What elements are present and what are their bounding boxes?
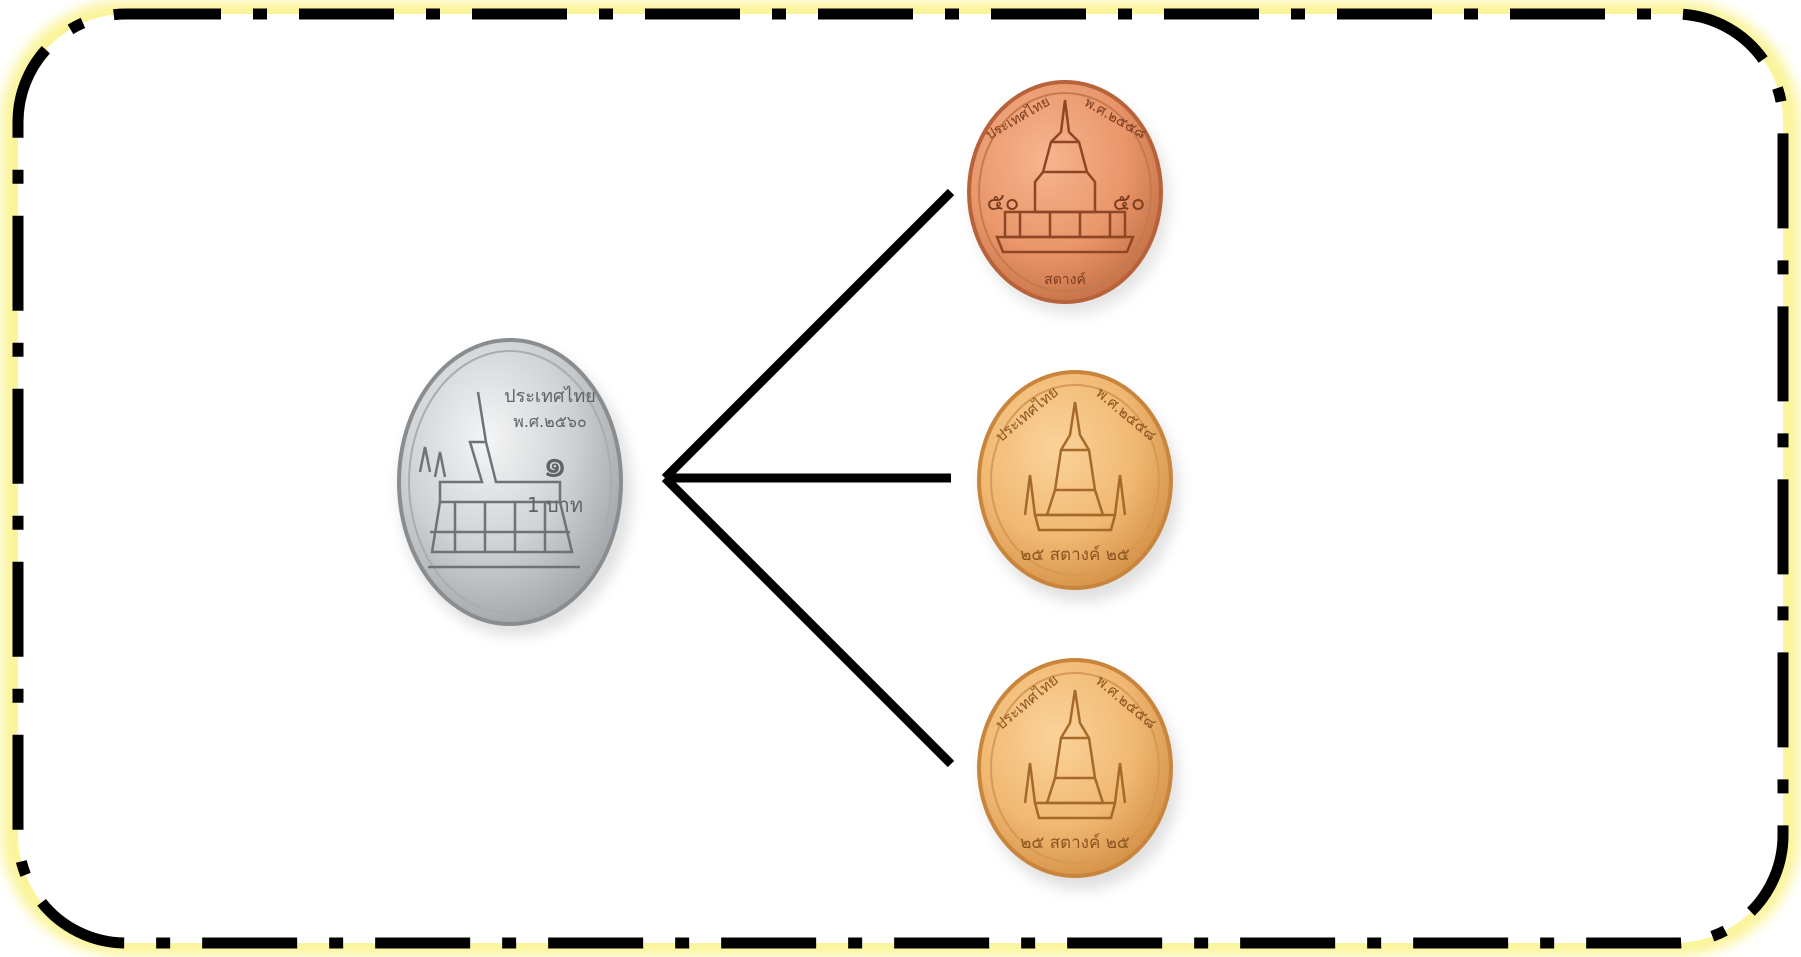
coin-bottom-text: สตางค์ xyxy=(1044,271,1086,288)
coins: ประเทศไทย พ.ศ.๒๕๖๐ ๑ 1 บาท ประเทศไทย พ xyxy=(397,80,1179,890)
coin-numeral-left: ๕๐ xyxy=(987,188,1020,216)
coin-bottom-text: ๒๕ สตางค์ ๒๕ xyxy=(1020,833,1130,853)
pagoda-relief xyxy=(995,99,1135,254)
coin-inner-rim xyxy=(978,92,1152,292)
one-baht-coin: ประเทศไทย พ.ศ.๒๕๖๐ ๑ 1 บาท xyxy=(397,338,632,636)
coin-inner-rim xyxy=(990,384,1160,576)
temple-relief xyxy=(418,391,580,569)
pagoda-relief xyxy=(1023,689,1127,820)
coin-rim xyxy=(977,370,1173,590)
connector-line-1 xyxy=(661,188,955,482)
frame-dashed-border xyxy=(12,8,1789,949)
pagoda-relief xyxy=(1023,401,1127,532)
fifty-satang-coin: ประเทศไทย พ.ศ.๒๕๕๘ ๕๐ ๕๐ สตางค์ xyxy=(967,80,1169,314)
coin-inner-rim xyxy=(408,350,612,614)
coin-numeral: ๑ xyxy=(542,441,567,487)
twenty-five-satang-coin: ประเทศไทย พ.ศ.๒๕๕๘ ๒๕ สตางค์ ๒๕ xyxy=(977,370,1179,602)
twenty-five-satang-coin: ประเทศไทย พ.ศ.๒๕๕๘ ๒๕ สตางค์ ๒๕ xyxy=(977,658,1179,890)
coin-numeral-right: ๕๐ xyxy=(1113,188,1146,216)
coin-denomination: 1 บาท xyxy=(527,493,583,517)
coin-inscription-year: พ.ศ.๒๕๖๐ xyxy=(513,412,586,431)
coin-rim xyxy=(977,658,1173,878)
coin-bottom-text: ๒๕ สตางค์ ๒๕ xyxy=(1020,545,1130,565)
connector-line-3 xyxy=(661,474,955,768)
coin-rim xyxy=(967,80,1163,304)
coin-inscription-top: ประเทศไทย xyxy=(504,385,596,407)
connector-lines xyxy=(661,188,955,768)
coin-inner-rim xyxy=(990,672,1160,864)
